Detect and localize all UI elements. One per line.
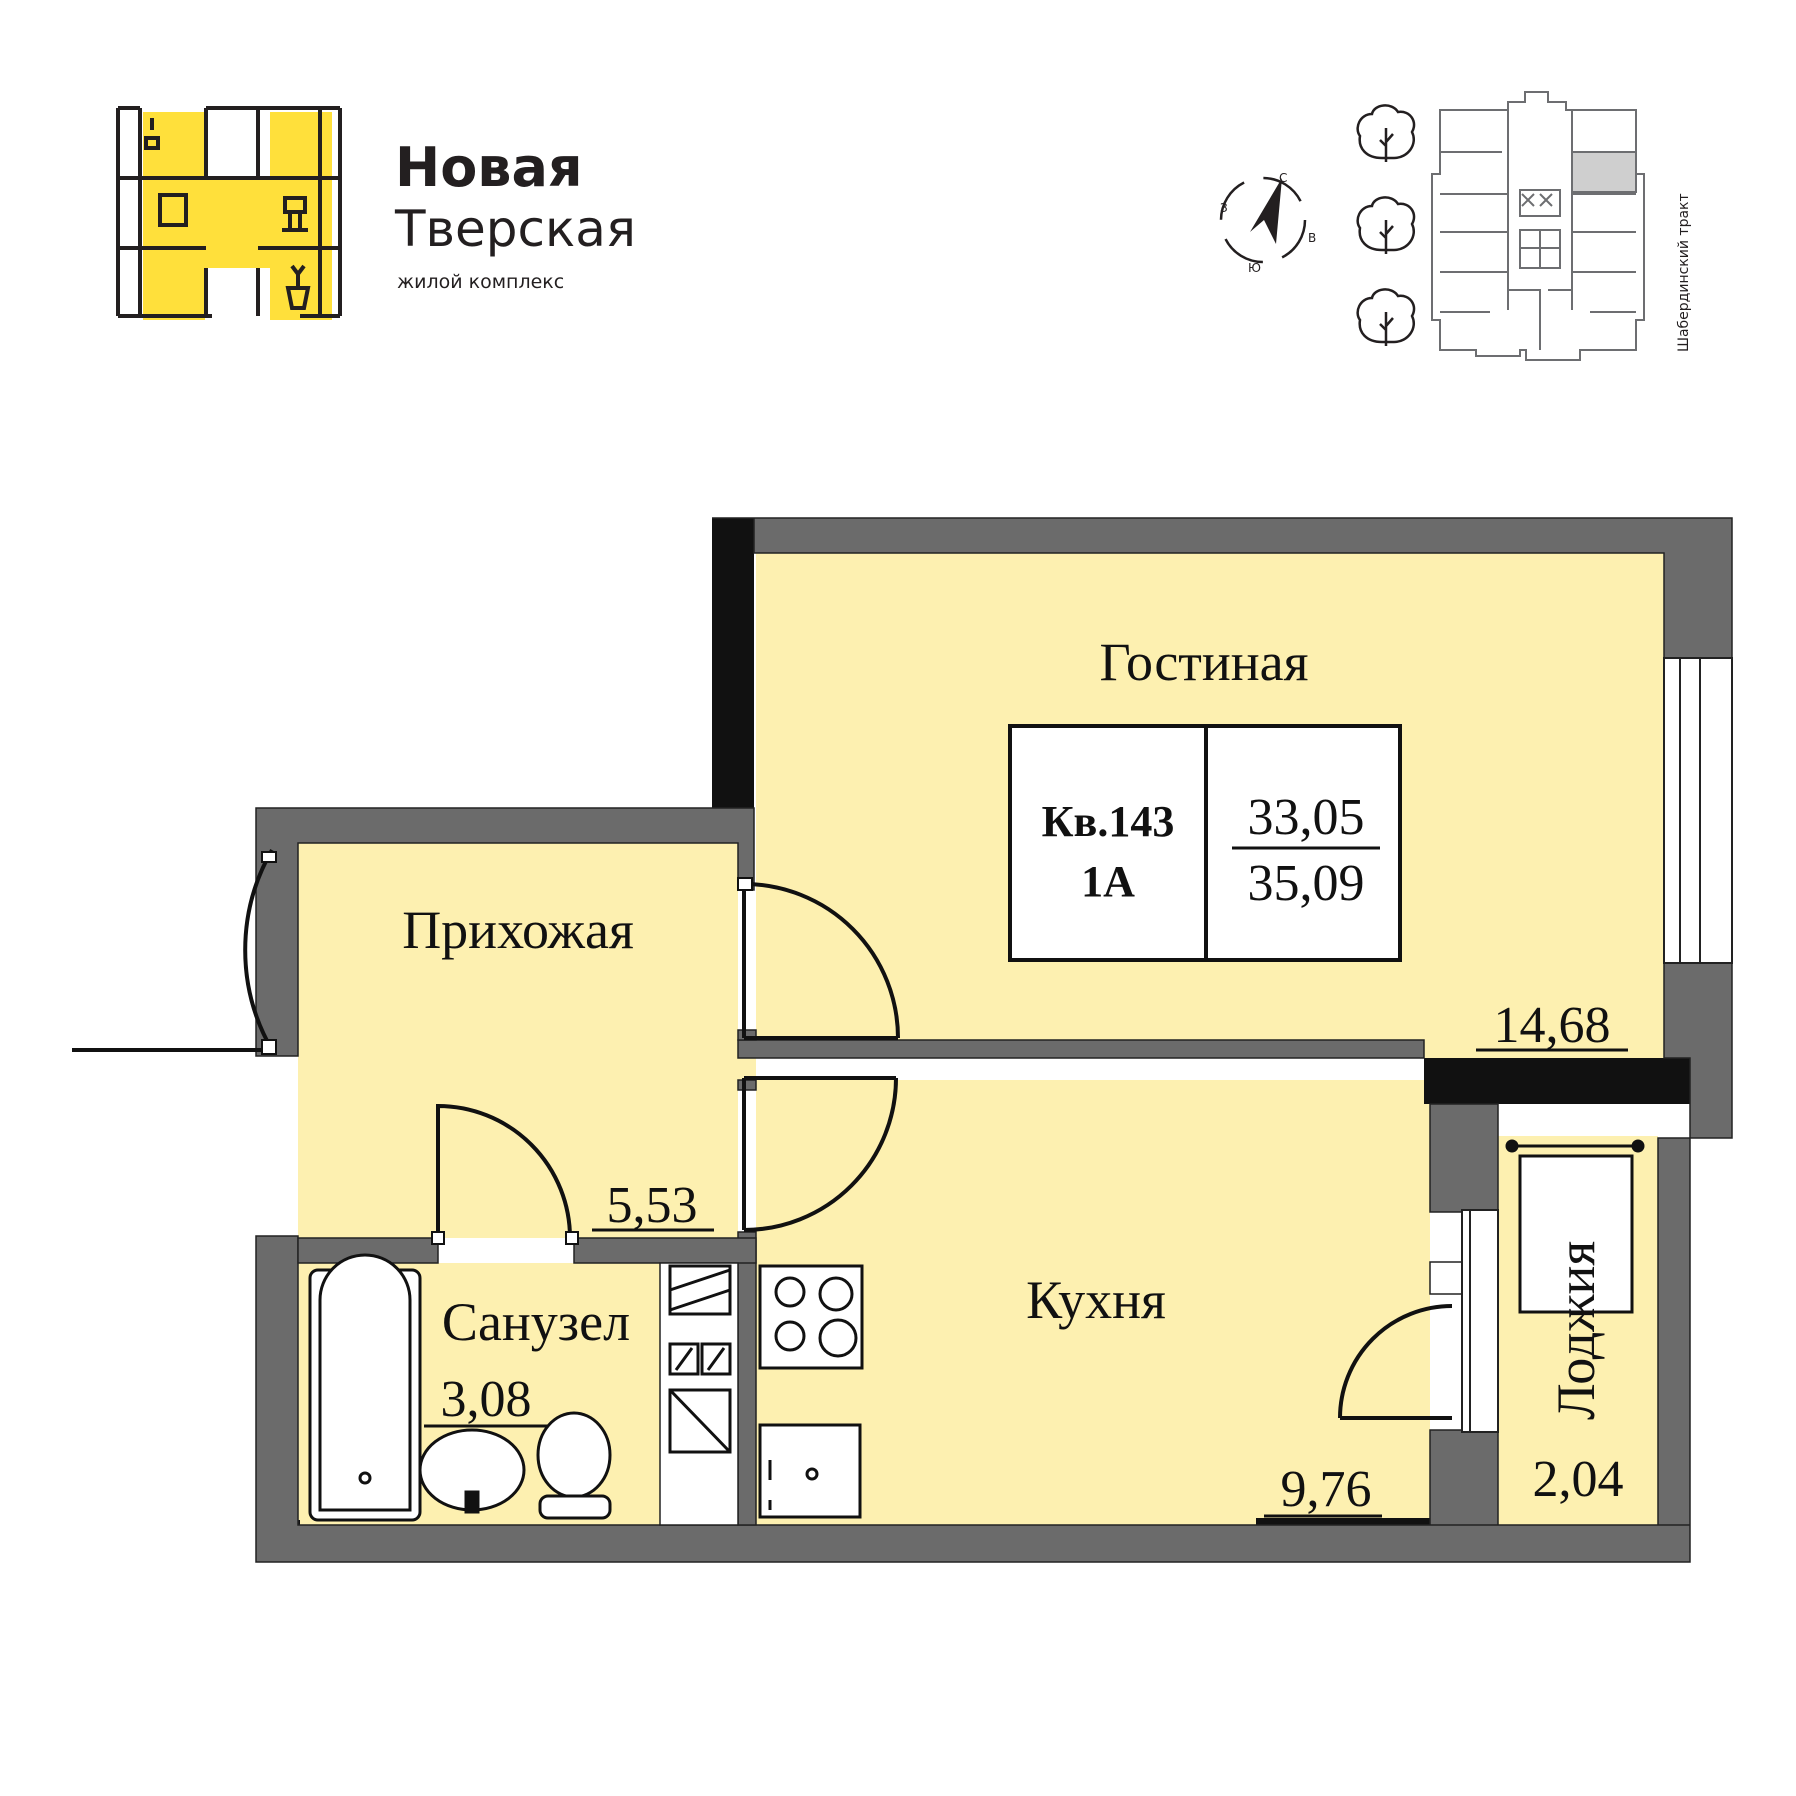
total-area-value: 35,09	[1248, 855, 1365, 912]
logo-mark	[116, 106, 342, 320]
partition-bath-kitchen	[737, 1231, 757, 1526]
tree-icon	[1356, 104, 1416, 162]
room-name-living: Гостиная	[1100, 632, 1309, 692]
brand-tagline: жилой комплекс	[397, 271, 564, 293]
room-name-loggia: Лоджия	[1546, 1241, 1606, 1420]
room-name-bath: Санузел	[442, 1292, 630, 1352]
room-area-kitchen: 9,76	[1281, 1461, 1372, 1518]
exterior-wall-south	[255, 1137, 1691, 1563]
tree-icon	[1356, 196, 1416, 254]
hall-north-wall	[255, 807, 755, 1057]
room-area-hall: 5,53	[607, 1177, 698, 1234]
window-living	[1663, 657, 1733, 964]
walls	[255, 517, 1733, 1563]
logo: Новая Тверская жилой комплекс	[116, 106, 636, 320]
compass-rose: С В Ю З	[1219, 171, 1316, 275]
apartment-badge: Кв.143 1А 33,05 35,09	[1008, 724, 1402, 962]
fixtures	[308, 1139, 1645, 1522]
hall-floor	[298, 843, 738, 1238]
trees	[1356, 104, 1416, 346]
compass-south: Ю	[1248, 261, 1261, 275]
ventilation-shaft-icon	[668, 1264, 732, 1454]
room-area-loggia: 2,04	[1533, 1451, 1624, 1508]
apartment-highlight	[1571, 151, 1637, 193]
room-name-kitchen: Кухня	[1026, 1270, 1166, 1330]
apartment-type: 1А	[1081, 857, 1135, 906]
building-key-plan	[1431, 91, 1645, 361]
room-area-bath: 3,08	[441, 1371, 532, 1428]
living-room-door[interactable]	[737, 877, 900, 1040]
bathroom-door[interactable]	[431, 1103, 579, 1245]
partition-stub	[737, 1079, 757, 1091]
loggia-west-wall	[1429, 1103, 1499, 1213]
room-area-living: 14,68	[1494, 997, 1611, 1054]
bearing-wall	[712, 518, 754, 808]
north-arrow-icon	[1250, 178, 1282, 244]
room-name-hall: Прихожая	[402, 900, 634, 960]
kitchen-floor	[756, 1080, 1430, 1525]
kitchen-sink-icon	[758, 1423, 862, 1519]
kitchen-door[interactable]	[742, 1076, 898, 1232]
compass-east: В	[1308, 231, 1316, 245]
stove-icon	[758, 1264, 864, 1370]
loggia-door[interactable]	[1338, 1304, 1453, 1420]
apartment-number: Кв.143	[1042, 797, 1175, 846]
brand-name-line2: Тверская	[394, 200, 636, 258]
tree-icon	[1356, 288, 1416, 346]
street-name: Шабердинский тракт	[1676, 193, 1692, 352]
entrance-door[interactable]	[72, 849, 277, 1055]
sink-icon	[418, 1428, 526, 1514]
compass-north: С	[1279, 171, 1287, 185]
toilet-icon	[536, 1411, 612, 1520]
room-labels: Гостиная 14,68 Прихожая 5,53 Санузел 3,0…	[402, 632, 1628, 1518]
living-area-value: 33,05	[1248, 789, 1365, 846]
doors	[72, 849, 1453, 1420]
brand-name-line1: Новая	[395, 136, 583, 199]
window-loggia	[1461, 1209, 1499, 1433]
bearing-wall	[1424, 1058, 1700, 1104]
compass-west: З	[1220, 201, 1228, 215]
partition-hall-bath	[573, 1237, 757, 1264]
bathtub-icon	[308, 1253, 422, 1522]
partition-living-kitchen	[737, 1039, 1425, 1059]
loggia-storage-icon	[1505, 1139, 1645, 1314]
